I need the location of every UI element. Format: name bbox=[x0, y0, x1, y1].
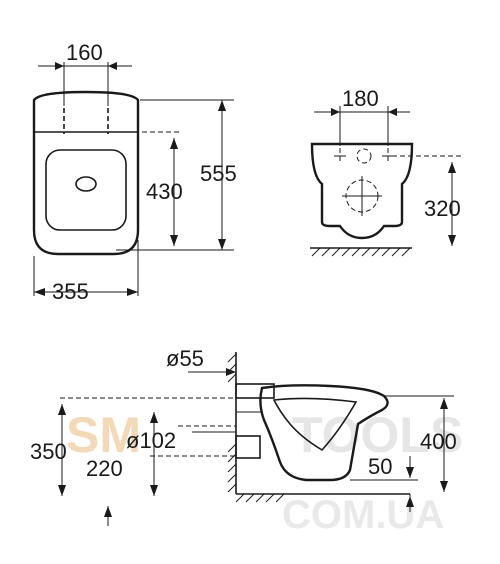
side-view-bowl-outline bbox=[259, 384, 389, 482]
dim-430-arrow-bottom bbox=[170, 235, 178, 246]
dim-180-label: 180 bbox=[342, 86, 379, 111]
dim-355-arrow-right bbox=[127, 288, 138, 296]
dim-350-label: 350 bbox=[30, 439, 67, 464]
dim-220-label: 220 bbox=[86, 456, 123, 481]
watermark-brand-right: TOOLS bbox=[292, 407, 463, 463]
dim-220-arrow-bottom bbox=[150, 485, 158, 496]
dim-o102-label: ø102 bbox=[126, 428, 176, 453]
dim-220-arrow-top bbox=[150, 412, 158, 423]
dim-o55-label: ø55 bbox=[166, 346, 204, 371]
dim-50-arrow-top bbox=[406, 467, 414, 478]
dim-320-arrow-top bbox=[448, 162, 456, 173]
top-view: 160 555 430 355 bbox=[32, 40, 237, 304]
dim-555-arrow-top bbox=[218, 100, 226, 111]
dim-180-arrow-left bbox=[331, 108, 340, 116]
dim-320-label: 320 bbox=[424, 196, 461, 221]
dim-400-label: 400 bbox=[420, 429, 457, 454]
watermark-brand-left: SM bbox=[66, 407, 141, 463]
dim-50-arrow-bottom bbox=[406, 496, 414, 507]
side-view-bowl-inner bbox=[272, 397, 358, 452]
front-view-inlet-hole bbox=[356, 148, 372, 164]
side-view-floor-hatch bbox=[235, 493, 285, 503]
side-view: ø55 ø102 350 220 400 50 bbox=[30, 346, 457, 526]
top-view-flush-hole bbox=[75, 176, 97, 192]
dim-555-arrow-bottom bbox=[218, 239, 226, 250]
watermark-domain: COM.UA bbox=[282, 493, 444, 537]
side-view-wall-hatch bbox=[227, 353, 237, 493]
dim-50-label: 50 bbox=[368, 454, 392, 479]
dim-160-arrow-left bbox=[55, 62, 64, 70]
front-view-floor-hatch bbox=[311, 247, 411, 257]
dim-355-label: 355 bbox=[52, 279, 89, 304]
dim-160-arrow-right bbox=[108, 62, 117, 70]
dim-o55-arrow bbox=[226, 368, 236, 376]
dim-400-arrow-top bbox=[440, 398, 448, 409]
front-view-bolt-right bbox=[382, 148, 394, 162]
dim-555-label: 555 bbox=[200, 161, 237, 186]
front-view-bowl-outline bbox=[310, 142, 414, 240]
dim-350-arrow-top bbox=[58, 404, 66, 415]
front-view-bolt-left bbox=[334, 148, 346, 162]
dim-430-arrow-top bbox=[170, 138, 178, 149]
front-view: 180 320 bbox=[310, 86, 462, 257]
dim-160-label: 160 bbox=[66, 40, 103, 65]
top-view-seat-opening bbox=[45, 149, 127, 231]
dim-430-label: 430 bbox=[146, 179, 183, 204]
watermark: SM TOOLS COM.UA bbox=[66, 407, 463, 537]
dim-320-arrow-bottom bbox=[448, 235, 456, 246]
side-view-bottom-arrow bbox=[104, 506, 112, 517]
side-view-outlet-pipe bbox=[235, 435, 261, 459]
dim-400-arrow-bottom bbox=[440, 481, 448, 492]
dim-355-arrow-left bbox=[34, 288, 45, 296]
top-view-bowl-outline bbox=[32, 90, 140, 256]
dim-180-arrow-right bbox=[388, 108, 397, 116]
dim-350-arrow-bottom bbox=[58, 485, 66, 496]
side-view-inlet-pipe bbox=[235, 383, 275, 399]
